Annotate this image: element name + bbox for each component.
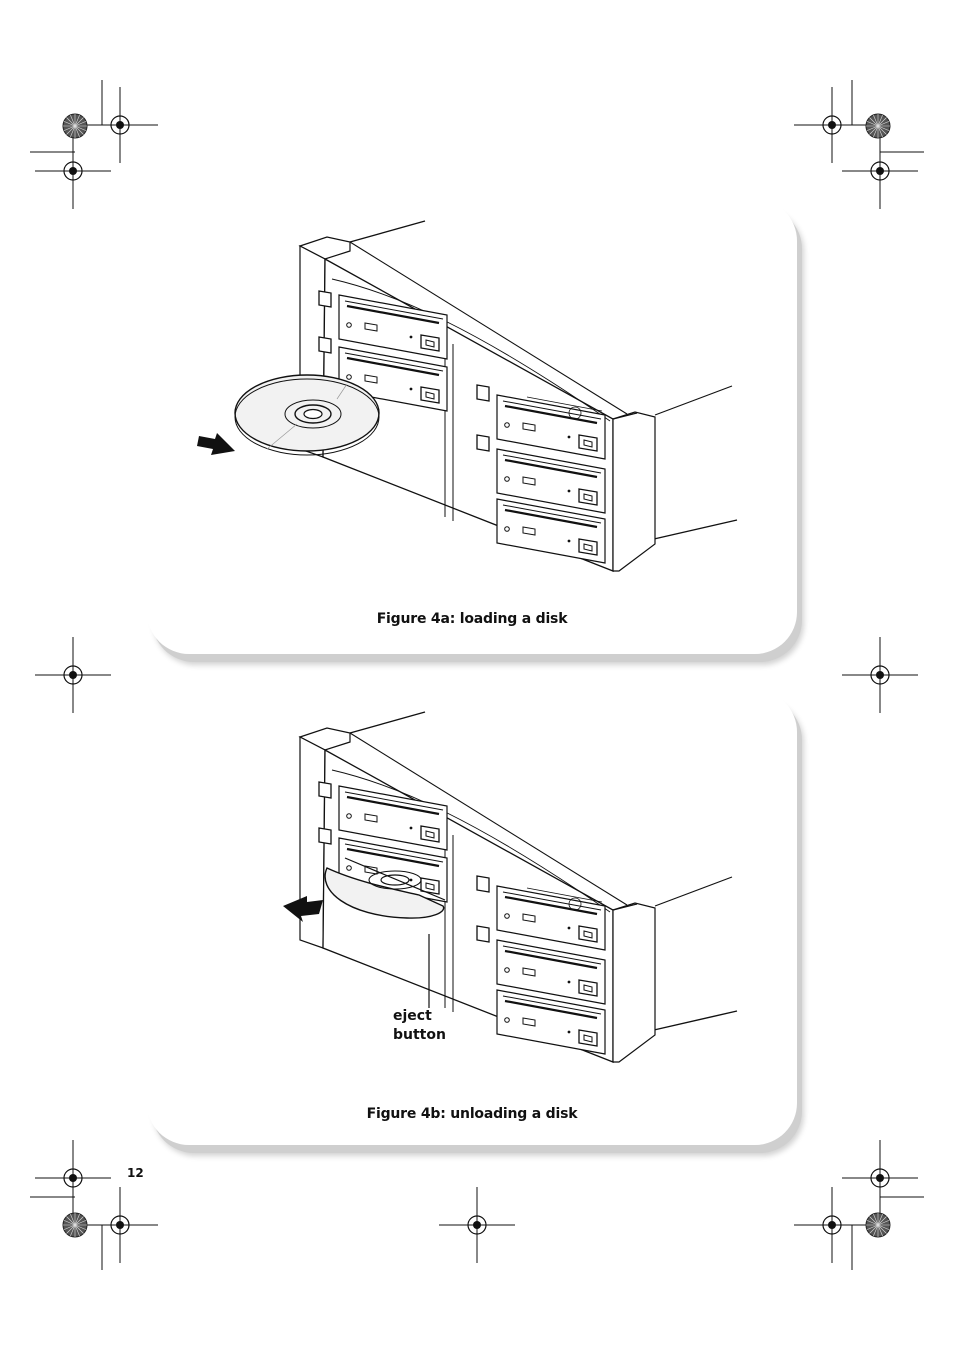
figure-panel-4a: Figure 4a: loading a disk	[147, 199, 797, 654]
registration-mark-icon	[841, 132, 919, 210]
direction-arrow-icon	[283, 896, 323, 922]
cd-disc	[234, 374, 380, 456]
registration-mark-icon	[34, 636, 112, 714]
drive-tower-illustration	[283, 690, 797, 1090]
figure-caption: Figure 4a: loading a disk	[376, 611, 568, 627]
eject-button-callout: eject button	[393, 1007, 446, 1045]
callout-line-2: button	[393, 1027, 446, 1043]
figure-caption: Figure 4b: unloading a disk	[366, 1106, 578, 1122]
starburst-target-icon	[62, 113, 88, 139]
registration-mark-icon	[841, 1139, 919, 1217]
registration-mark-icon	[81, 86, 159, 164]
direction-arrow-icon	[197, 433, 235, 455]
registration-mark-icon	[793, 86, 871, 164]
registration-mark-icon	[793, 1186, 871, 1264]
registration-mark-icon	[438, 1186, 516, 1264]
registration-mark-icon	[841, 636, 919, 714]
callout-line-1: eject	[393, 1008, 432, 1024]
registration-mark-icon	[81, 1186, 159, 1264]
page-number: 12	[127, 1166, 144, 1180]
registration-mark-icon	[34, 132, 112, 210]
figure-panel-4b: eject button Figure 4b: unloading a disk	[147, 690, 797, 1145]
starburst-target-icon	[62, 1212, 88, 1238]
starburst-target-icon	[865, 1212, 891, 1238]
cd-disc	[324, 857, 446, 919]
registration-mark-icon	[34, 1139, 112, 1217]
starburst-target-icon	[865, 113, 891, 139]
drive-tower-illustration	[197, 199, 797, 599]
